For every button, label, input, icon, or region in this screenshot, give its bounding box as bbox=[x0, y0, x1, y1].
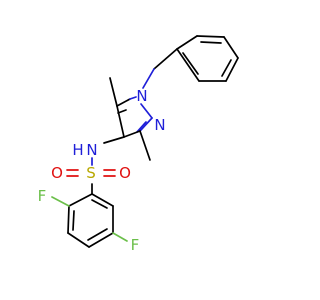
atom-s-label: S bbox=[86, 164, 96, 182]
difluorophenyl-ring bbox=[67, 193, 114, 248]
atom-f1-label: F bbox=[38, 187, 47, 205]
benzyl-ring bbox=[176, 35, 239, 82]
c-f1-bond bbox=[51, 196, 70, 207]
atom-n2-label: N bbox=[154, 116, 165, 134]
benzyl-ch2-bond bbox=[153, 48, 178, 70]
atom-o1-label: O bbox=[51, 164, 63, 182]
c-f2-bond bbox=[112, 232, 128, 242]
atom-n1-label: N bbox=[136, 87, 147, 105]
atom-nh-label: N bbox=[86, 141, 97, 159]
pyrazole-ring bbox=[116, 96, 153, 138]
c4-nh-bond bbox=[103, 136, 125, 144]
methyl-c5-bond bbox=[109, 77, 118, 107]
methyl-c3-bond bbox=[139, 130, 151, 161]
atom-f2-label: F bbox=[131, 236, 140, 254]
atom-o2-label: O bbox=[119, 164, 131, 182]
ch2-n1-bond bbox=[142, 68, 155, 89]
molecule-structure: N N N H S O O F F bbox=[38, 35, 239, 254]
atom-h-label: H bbox=[72, 141, 83, 159]
